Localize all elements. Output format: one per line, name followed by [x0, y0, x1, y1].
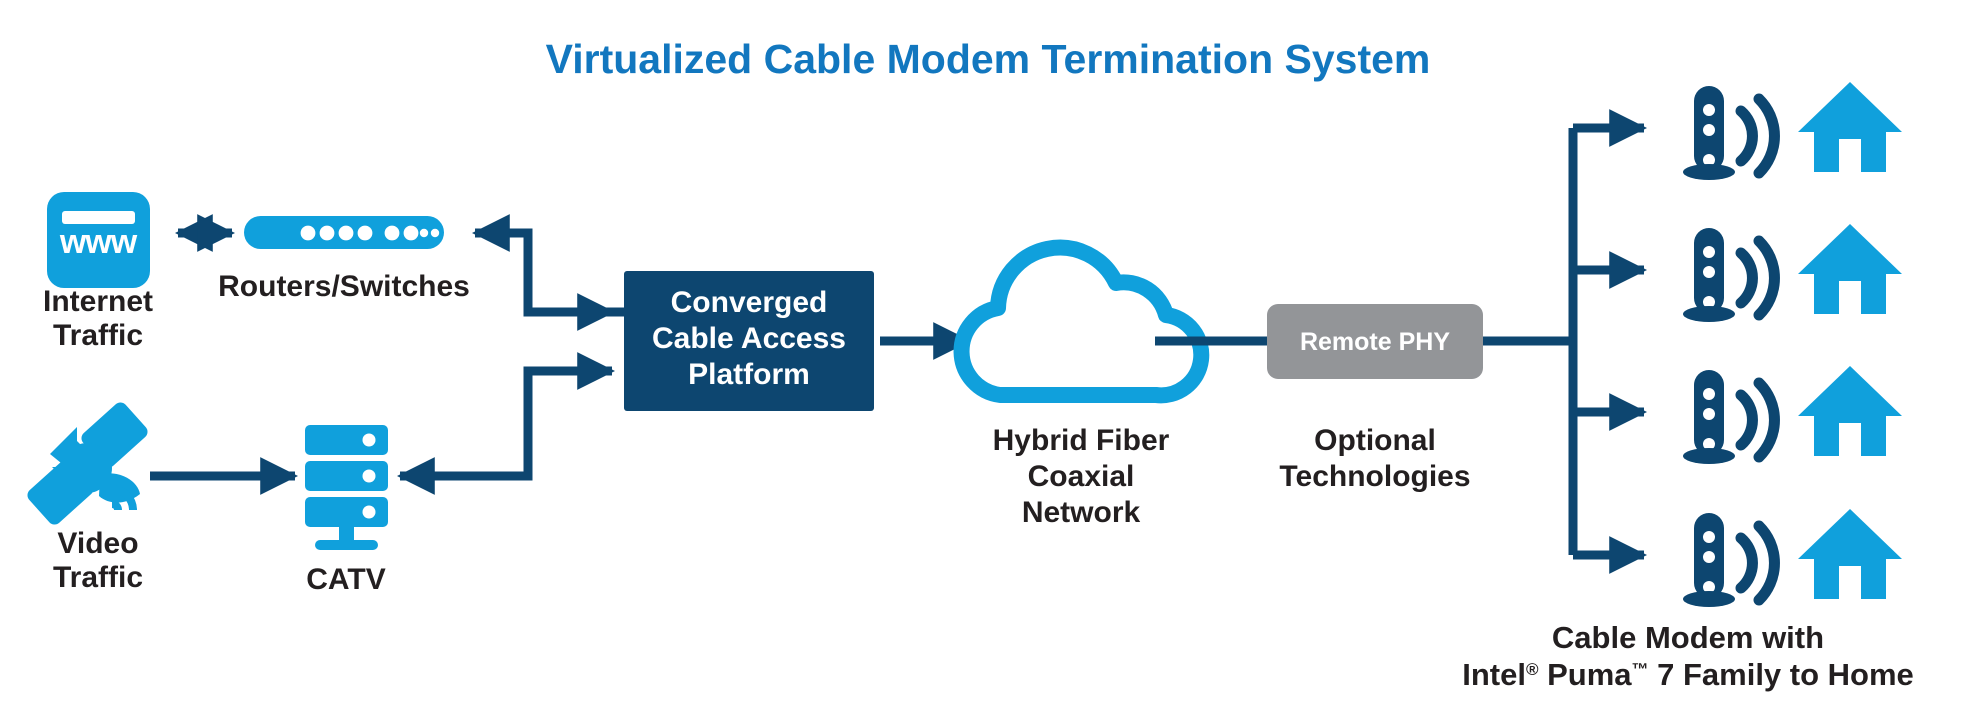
house-icon [1798, 509, 1902, 599]
video-label-line1: Video [57, 527, 138, 560]
ccap-to-catv-arrow [396, 366, 612, 495]
ccap-box [624, 271, 874, 411]
home-row-2 [1683, 224, 1902, 322]
distribution-tree [1483, 109, 1648, 574]
remote-phy-node: Remote PHY Optional Technologies [1267, 304, 1483, 493]
wifi-waves-icon [1735, 520, 1780, 606]
hfc-node: Hybrid Fiber Coaxial Network [953, 239, 1210, 529]
trademark-mark: ™ [1632, 660, 1649, 679]
cable-modem-icon [1683, 513, 1735, 607]
ccap-node: Converged Cable Access Platform [624, 271, 874, 411]
caption-intel: Intel [1462, 657, 1526, 692]
hfc-label-line1: Hybrid Fiber [993, 424, 1170, 457]
ccap-label-line3: Platform [688, 358, 810, 391]
routers-switches-node: Routers/Switches [218, 216, 470, 303]
server-rack-icon [305, 425, 388, 550]
optional-tech-line1: Optional [1314, 424, 1436, 457]
video-label-line2: Traffic [53, 561, 143, 594]
home-row-1 [1683, 82, 1902, 180]
hfc-label-line3: Network [1022, 496, 1141, 529]
hfc-label-line2: Coaxial [1028, 460, 1135, 493]
registered-mark: ® [1526, 660, 1539, 679]
homes-caption: Cable Modem with Intel® Puma™ 7 Family t… [1462, 620, 1914, 692]
cable-modem-icon [1683, 228, 1735, 322]
remote-phy-box [1267, 304, 1483, 379]
caption-rest: 7 Family to Home [1649, 657, 1914, 692]
browser-bar-icon [62, 211, 135, 224]
wifi-waves-icon [1735, 377, 1780, 463]
house-icon [1798, 366, 1902, 456]
caption-line2: Intel® Puma™ 7 Family to Home [1462, 657, 1914, 692]
video-traffic-node: Video Traffic [27, 402, 148, 594]
cable-modem-icon [1683, 86, 1735, 180]
cable-modem-icon [1683, 370, 1735, 464]
remote-phy-label: Remote PHY [1300, 328, 1450, 356]
optional-tech-line2: Technologies [1279, 460, 1470, 493]
wifi-waves-icon [1735, 235, 1780, 321]
catv-node: CATV [305, 425, 388, 596]
caption-puma: Puma [1538, 657, 1632, 692]
router-led-dots [300, 225, 440, 241]
home-row-3 [1683, 366, 1902, 464]
satellite-icon [27, 402, 148, 525]
ccap-label-line1: Converged [671, 286, 828, 319]
house-icon [1798, 82, 1902, 172]
cloud-icon [953, 239, 1210, 404]
ccap-label-line2: Cable Access [652, 322, 846, 355]
house-icon [1798, 224, 1902, 314]
internet-label-line2: Traffic [53, 319, 143, 352]
internet-label-line1: Internet [43, 285, 153, 318]
page-title: Virtualized Cable Modem Termination Syst… [546, 36, 1431, 82]
ccap-to-routers-arrow [471, 214, 624, 317]
internet-traffic-node: www Internet Traffic [43, 192, 153, 352]
wifi-waves-icon [1735, 93, 1780, 179]
www-badge-text: www [59, 223, 138, 261]
routers-label: Routers/Switches [218, 270, 470, 303]
home-row-4 [1683, 509, 1902, 607]
caption-line1: Cable Modem with [1552, 620, 1824, 655]
catv-label: CATV [306, 563, 385, 596]
